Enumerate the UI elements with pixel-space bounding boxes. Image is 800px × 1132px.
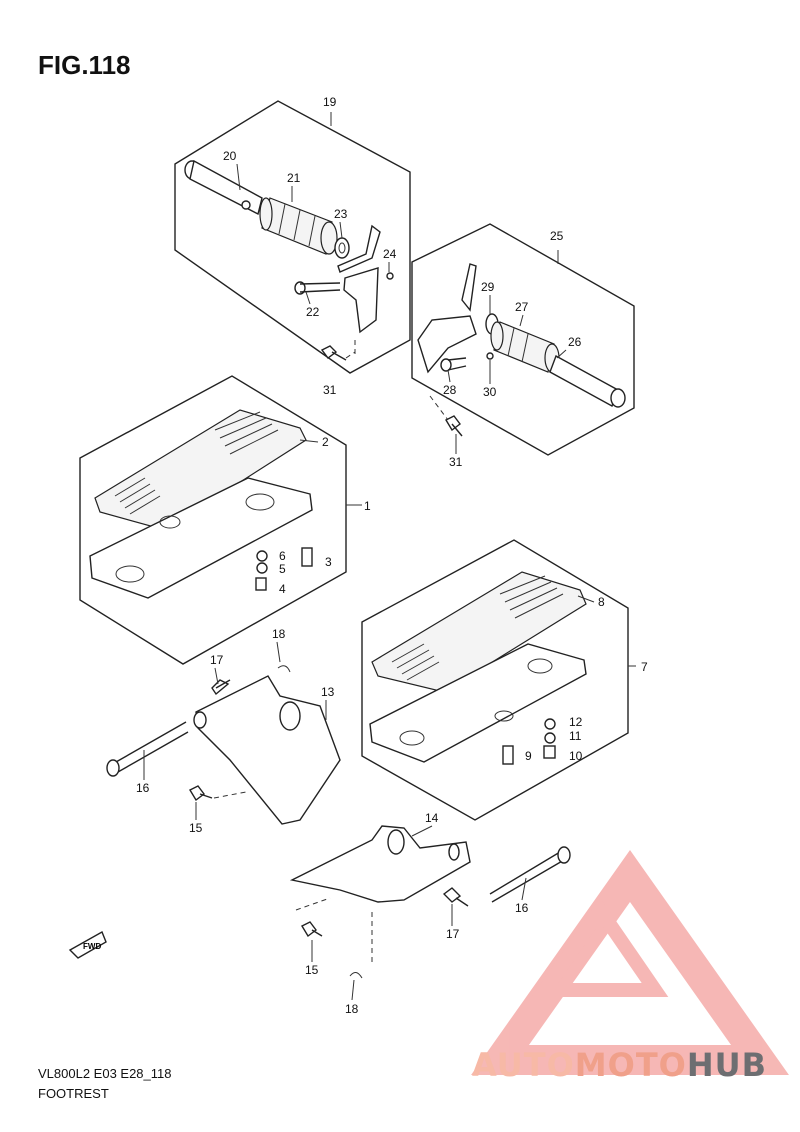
section-name: FOOTREST [38, 1086, 109, 1101]
callout-22: 22 [306, 305, 320, 319]
callout-24: 24 [383, 247, 397, 261]
pin-16-lower [489, 846, 571, 903]
callout-7: 7 [641, 660, 648, 674]
callout-17-lower: 17 [446, 927, 460, 941]
callout-leaders [143, 163, 595, 1001]
peg-shaft-20 [184, 159, 263, 216]
watermark-triangle-logo [471, 850, 789, 1075]
callout-11: 11 [569, 729, 582, 743]
peg-bracket-22-24 [294, 224, 394, 358]
callout-9: 9 [525, 749, 532, 763]
peg-assembly-box-19 [174, 100, 411, 374]
callout-20: 20 [223, 149, 237, 163]
footboard-mat-8 [371, 571, 587, 693]
model-code: VL800L2 E03 E28_118 [38, 1066, 172, 1081]
callout-6: 6 [279, 549, 286, 563]
footboard-box-7 [361, 539, 636, 821]
watermark-wordmark: AUTOMOTOHUB [472, 1046, 767, 1084]
washer-23 [334, 237, 350, 259]
callout-26: 26 [568, 335, 582, 349]
peg-shaft-26 [549, 354, 626, 408]
footboard-base-1 [89, 477, 313, 599]
callout-5: 5 [279, 562, 286, 576]
peg-rubber-21 [259, 197, 338, 255]
callout-25: 25 [550, 229, 564, 243]
callout-labels: 19 20 21 23 24 22 31 25 29 27 26 28 30 3… [136, 95, 648, 1016]
callout-15-lower: 15 [305, 963, 319, 977]
callout-8: 8 [598, 595, 605, 609]
callout-19: 19 [323, 95, 337, 109]
footboard-hardware-9-12 [502, 718, 556, 765]
bolt-15-lower [295, 897, 373, 979]
callout-23: 23 [334, 207, 348, 221]
callout-15-upper: 15 [189, 821, 203, 835]
callout-12: 12 [569, 715, 583, 729]
callout-30: 30 [483, 385, 497, 399]
callout-28: 28 [443, 383, 457, 397]
footboard-hardware-3-6 [255, 547, 313, 591]
callout-21: 21 [287, 171, 301, 185]
footboard-base-7 [369, 643, 587, 763]
callout-16-lower: 16 [515, 901, 529, 915]
callout-4: 4 [279, 582, 286, 596]
callout-27: 27 [515, 300, 529, 314]
callout-18-lower: 18 [345, 1002, 359, 1016]
callout-1: 1 [364, 499, 371, 513]
watermark-auto: AUTO [472, 1046, 575, 1084]
figure-title: FIG.118 [38, 50, 131, 80]
footboard-mat-2 [94, 409, 307, 531]
fwd-direction-badge: FWD [68, 930, 107, 959]
peg-rubber-27 [490, 321, 560, 373]
callout-31-lower: 31 [449, 455, 463, 469]
callout-3: 3 [325, 555, 332, 569]
callout-29: 29 [481, 280, 495, 294]
callout-16-upper: 16 [136, 781, 150, 795]
fwd-label: FWD [83, 942, 101, 951]
bracket-14 [289, 825, 471, 907]
callout-14: 14 [425, 811, 439, 825]
watermark-hub: HUB [686, 1046, 768, 1084]
bolt-31 [320, 345, 356, 361]
callout-31-upper: 31 [323, 383, 337, 397]
bracket-13 [193, 665, 341, 825]
peg-assembly-box-25 [411, 223, 635, 456]
callout-18-upper: 18 [272, 627, 286, 641]
callout-13: 13 [321, 685, 335, 699]
bolt-31-lower [429, 395, 463, 437]
callout-10: 10 [569, 749, 583, 763]
callout-2: 2 [322, 435, 329, 449]
callout-17-upper: 17 [210, 653, 224, 667]
footboard-box-1 [79, 375, 362, 665]
pin-16-upper [106, 721, 189, 777]
bolt-15-upper [189, 785, 247, 802]
watermark-moto: MOTO [574, 1046, 687, 1084]
